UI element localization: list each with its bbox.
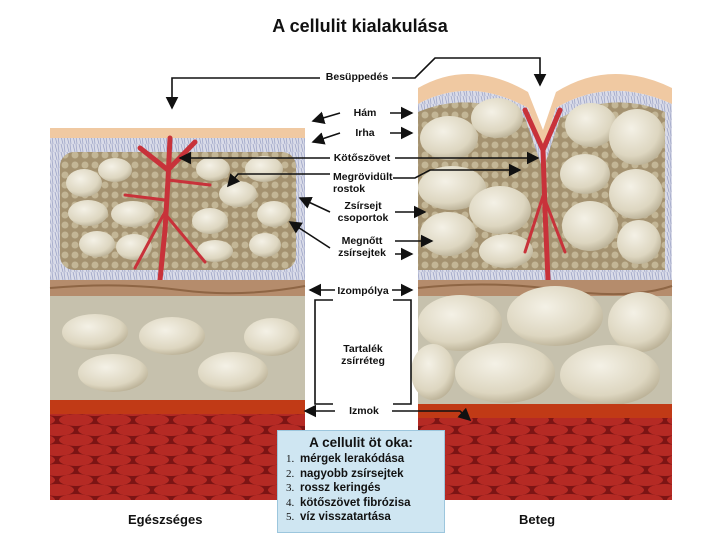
- label-shortened-fibers-line1: Megrövidült: [333, 171, 393, 183]
- healthy-epidermis: [50, 128, 305, 138]
- label-reserve-fat: Tartalék zsírréteg: [334, 343, 392, 367]
- healthy-connective-fibers: [123, 135, 212, 283]
- cause-text: nagyobb zsírsejtek: [300, 467, 404, 480]
- label-connective-tissue: Kötőszövet: [333, 152, 391, 164]
- cause-item-2: 2. nagyobb zsírsejtek: [286, 467, 436, 482]
- label-dermis: Irha: [355, 127, 375, 139]
- label-fat-cell-groups-line2: csoportok: [337, 212, 389, 224]
- cause-item-1: 1. mérgek lerakódása: [286, 452, 436, 467]
- diagram-title: A cellulit kialakulása: [272, 16, 448, 36]
- leader-lines: [165, 57, 547, 422]
- affected-fat-cells: [418, 98, 665, 268]
- label-shortened-fibers-line2: rostok: [333, 183, 366, 195]
- affected-epidermis: [418, 73, 672, 150]
- healthy-muscle-fascia: [50, 280, 305, 296]
- affected-muscle-fascia-lower: [418, 404, 672, 418]
- affected-reserve-cells: [411, 286, 672, 405]
- affected-connective-fibers: [522, 107, 567, 283]
- label-reserve-fat-line1: Tartalék: [343, 343, 383, 355]
- cause-item-5: 5. víz visszatartása: [286, 510, 436, 525]
- healthy-caption: Egészséges: [128, 512, 203, 527]
- label-fat-cell-groups: Zsírsejt csoportok: [332, 200, 394, 224]
- healthy-muscle: [50, 414, 305, 500]
- cause-text: kötőszövet fibrózisa: [300, 496, 411, 509]
- label-fat-cell-groups-line1: Zsírsejt: [344, 200, 382, 212]
- cause-number: 5.: [286, 511, 295, 523]
- label-shortened-fibers: Megrövidült rostok: [333, 171, 393, 195]
- cause-number: 2.: [286, 467, 295, 480]
- label-enlarged-fat-cells: Megnőtt zsírsejtek: [330, 235, 394, 259]
- label-epidermis: Hám: [353, 107, 377, 119]
- causes-heading: A cellulit öt oka:: [309, 435, 413, 450]
- label-dimpling: Besüppedés: [325, 71, 389, 83]
- label-enlarged-fat-cells-line1: Megnőtt: [341, 235, 383, 247]
- cause-item-4: 4. kötőszövet fibrózisa: [286, 496, 436, 511]
- label-reserve-fat-line2: zsírréteg: [341, 355, 385, 367]
- healthy-reserve-cells: [62, 314, 300, 392]
- cause-number: 4.: [286, 496, 295, 509]
- healthy-panel: [49, 128, 306, 500]
- affected-panel: [411, 73, 673, 500]
- label-enlarged-fat-cells-line2: zsírsejtek: [338, 247, 386, 259]
- cause-text: rossz keringés: [300, 482, 381, 494]
- cause-number: 3.: [286, 482, 295, 494]
- label-muscles: Izmok: [349, 405, 379, 417]
- causes-box: A cellulit öt oka: 1. mérgek lerakódása 2…: [277, 430, 445, 533]
- healthy-fat-cells: [66, 156, 291, 262]
- cause-text: víz visszatartása: [300, 511, 391, 523]
- affected-muscle: [418, 418, 672, 500]
- affected-caption: Beteg: [519, 512, 556, 527]
- cause-number: 1.: [286, 453, 295, 465]
- cause-text: mérgek lerakódása: [300, 453, 405, 465]
- cause-item-3: 3. rossz keringés: [286, 481, 436, 496]
- label-muscle-fascia: Izompólya: [337, 285, 389, 297]
- causes-list: 1. mérgek lerakódása 2. nagyobb zsírsejtek…: [286, 452, 436, 525]
- healthy-muscle-fascia-lower: [50, 400, 305, 414]
